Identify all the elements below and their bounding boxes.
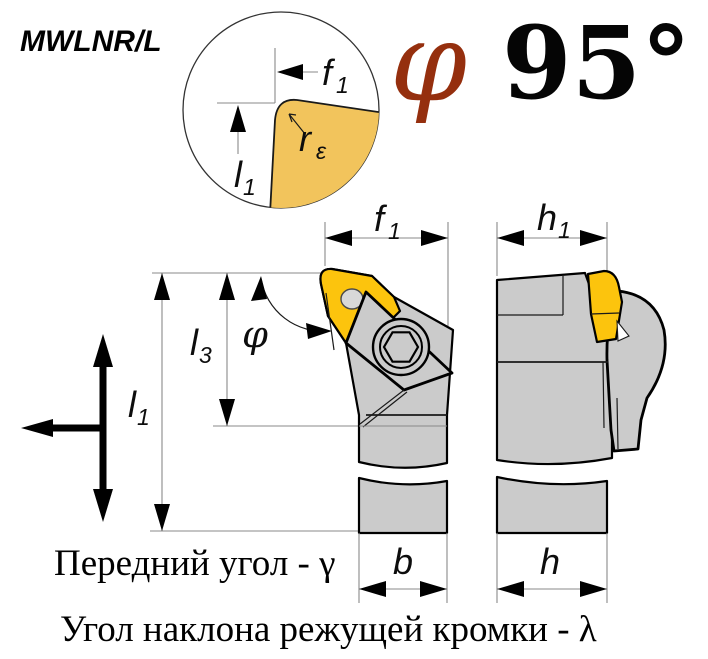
front-phi-arrowhead-top <box>251 276 267 301</box>
side-insert <box>586 269 624 344</box>
front-l1-label: l <box>128 384 137 425</box>
detail-f1-sub: 1 <box>336 72 349 98</box>
front-screw-hex-socket <box>382 331 420 363</box>
side-h-label: h <box>540 541 560 582</box>
front-view: f 1 l 1 l 3 <box>128 198 455 603</box>
side-shank-lower <box>495 475 609 535</box>
side-h1-label: h <box>537 197 557 238</box>
detail-re-sub: ε <box>316 138 327 164</box>
detail-corner-guides <box>217 48 276 104</box>
detail-l1-label: l <box>234 154 243 195</box>
front-phi-arc <box>260 278 330 332</box>
detail-insert-corner <box>269 98 379 208</box>
front-b-arrowhead-right <box>420 581 447 597</box>
feed-direction-icon <box>21 334 113 522</box>
front-b-arrowhead-left <box>359 581 386 597</box>
side-h1-sub: 1 <box>558 217 571 243</box>
side-detail-lines <box>497 275 619 450</box>
side-h1-arrowhead-right <box>580 230 607 246</box>
lead-angle-value: 95° <box>502 4 691 122</box>
side-h-arrowhead-left <box>497 581 524 597</box>
front-clamp-detail-lines <box>359 389 408 428</box>
detail-f1-arrowhead <box>277 64 303 80</box>
front-cutting-edge-line <box>325 292 335 351</box>
note-inclination-angle: Угол наклона режущей кромки - λ <box>60 609 597 650</box>
side-view: h 1 h <box>495 197 667 603</box>
front-phi-label: φ <box>242 313 268 356</box>
tool-designation-title: MWLNR/L <box>20 25 162 58</box>
front-shank-lower <box>357 476 449 535</box>
side-insert-split-line <box>590 312 620 315</box>
side-h1-arrowhead-left <box>497 230 524 246</box>
detail-circle-view: f 1 l 1 r ε <box>182 11 380 209</box>
front-f1-label: f <box>374 198 388 239</box>
lead-angle-symbol: φ <box>390 0 467 126</box>
front-f1-arrowhead-left <box>325 230 352 246</box>
detail-l1-arrowhead <box>230 105 246 132</box>
detail-re-label: r <box>299 118 313 159</box>
detail-l1-sub: 1 <box>243 174 256 200</box>
front-l1-sub: 1 <box>137 404 150 430</box>
front-reference-lines <box>150 272 358 532</box>
front-f1-sub: 1 <box>388 218 401 244</box>
front-l3-arrowhead-top <box>219 273 235 300</box>
note-rake-angle: Передний угол - γ <box>54 543 335 584</box>
front-f1-arrowhead-right <box>421 230 448 246</box>
detail-re-arrow <box>288 113 306 135</box>
front-phi-arrowhead-right <box>306 323 332 339</box>
front-l1-arrowhead-bottom <box>154 504 170 531</box>
side-clamp-notch <box>616 319 630 342</box>
front-l3-label: l <box>190 322 199 363</box>
front-l3-arrowhead-bottom <box>219 399 235 426</box>
front-l1-arrowhead-top <box>154 273 170 300</box>
front-b-label: b <box>393 541 413 582</box>
front-l3-sub: 3 <box>199 342 212 368</box>
side-h-arrowhead-right <box>580 581 607 597</box>
